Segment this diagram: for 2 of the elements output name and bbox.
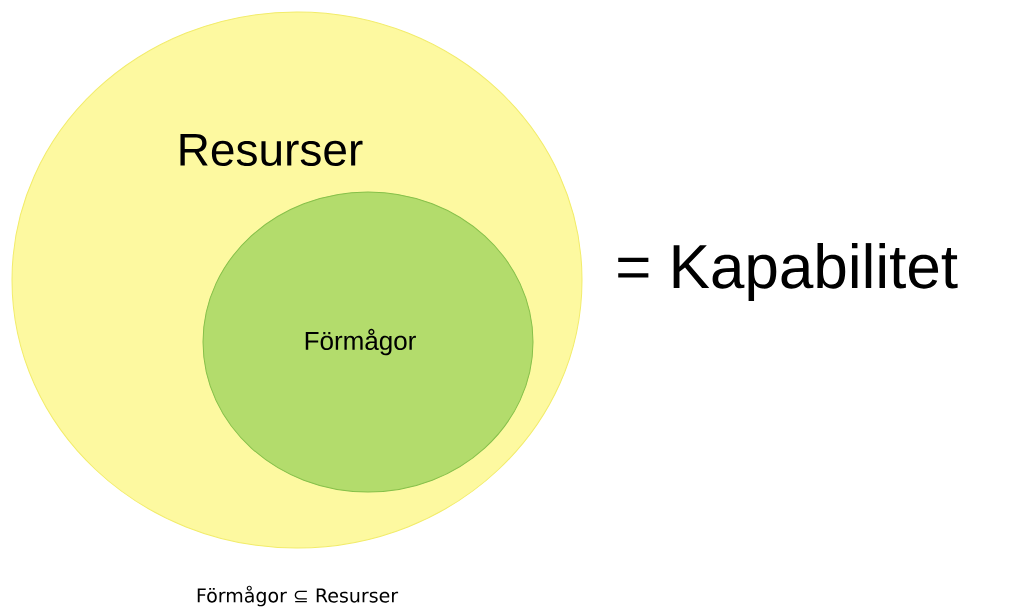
caption: Förmågor ⊆ Resurser [197,585,399,607]
equation-label: = Kapabilitet [618,243,958,301]
